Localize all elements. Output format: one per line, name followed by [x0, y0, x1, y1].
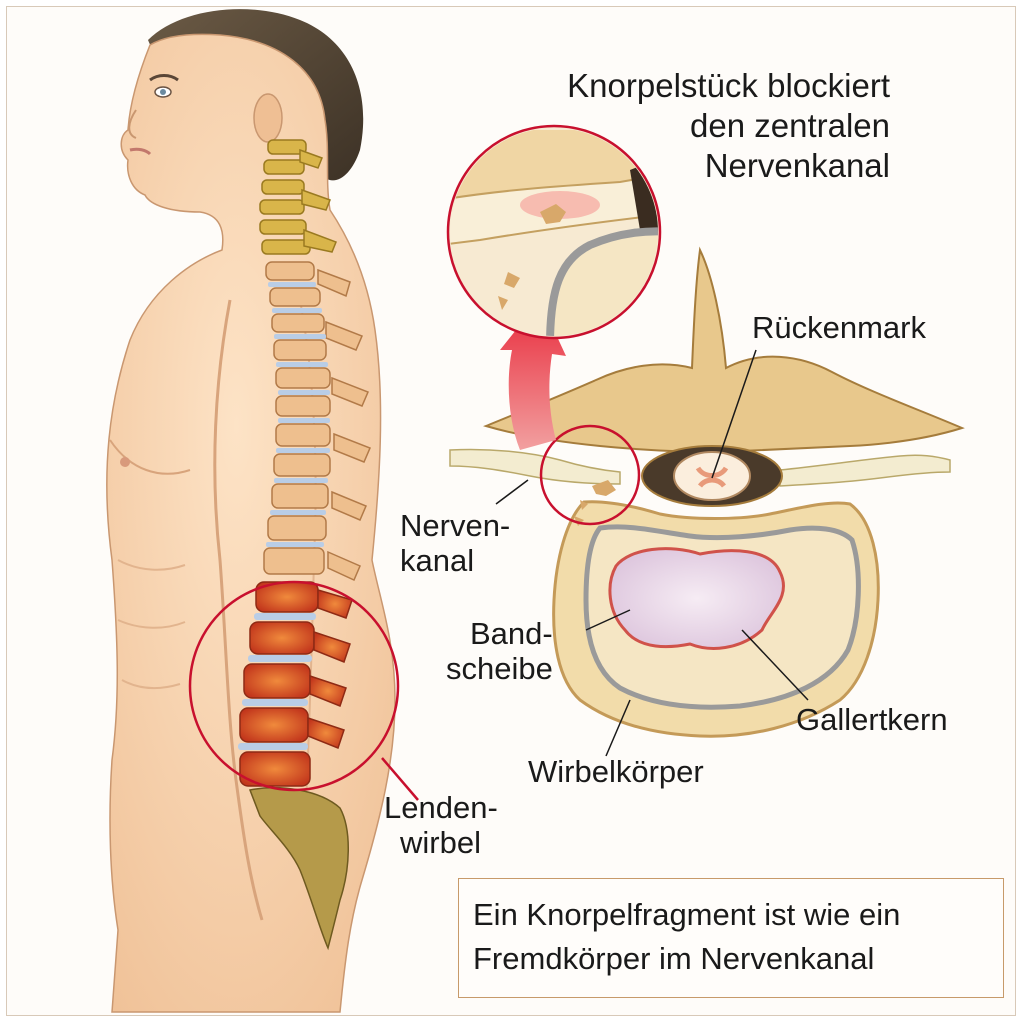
label-bandscheibe: Band- scheibe	[446, 616, 553, 686]
label-nervenkanal: Nerven- kanal	[400, 508, 511, 578]
lendenwirbel-leader	[381, 757, 419, 801]
caption-line-2: Fremdkörper im Nervenkanal	[473, 941, 875, 976]
thoracic-discs	[266, 282, 330, 547]
vertebra-cross-section	[449, 246, 965, 738]
label-lendenwirbel: Lenden- wirbel	[384, 790, 498, 860]
label-gallertkern: Gallertkern	[796, 702, 948, 737]
nerve-canal-highlight-circle	[539, 424, 641, 526]
lumbar-vertebrae	[239, 581, 353, 787]
nucleus-pulposus	[608, 547, 785, 650]
lumbar-highlight-circle	[188, 580, 400, 792]
zoom-detail-circle	[446, 124, 662, 340]
spine	[238, 139, 371, 951]
leader-lines	[495, 349, 809, 757]
label-wirbelkoerper: Wirbelkörper	[528, 754, 704, 789]
sacrum	[248, 787, 349, 951]
thoracic-vertebrae	[263, 261, 371, 582]
lumbar-discs	[238, 613, 316, 750]
label-rueckenmark: Rückenmark	[752, 310, 926, 345]
title-label: Knorpelstück blockiert den zentralen Ner…	[567, 67, 890, 184]
caption-line-1: Ein Knorpelfragment ist wie ein	[473, 897, 901, 932]
caption-box: Ein Knorpelfragment ist wie ein Fremdkör…	[458, 878, 1004, 998]
cervical-vertebrae	[259, 139, 337, 255]
